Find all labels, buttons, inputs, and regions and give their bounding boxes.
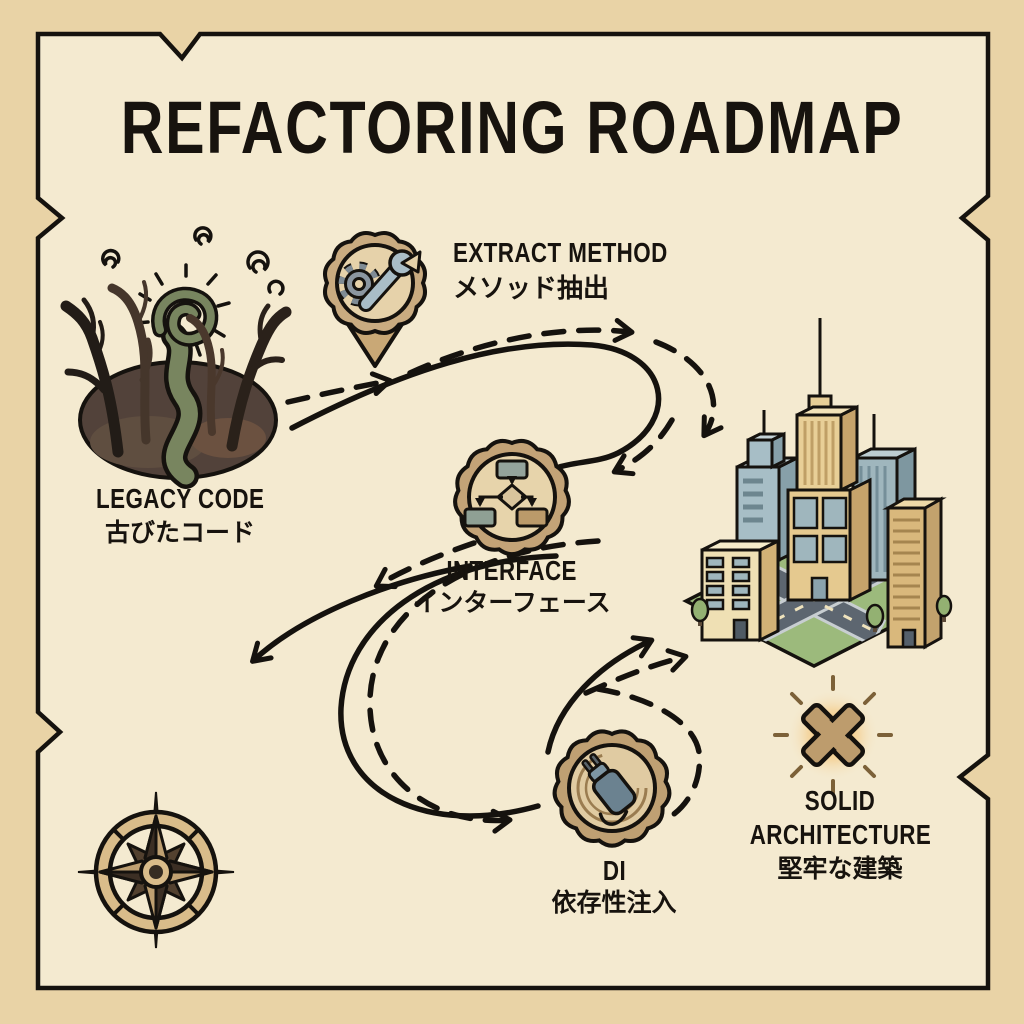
- gear-wrench-pin-icon: [323, 231, 427, 368]
- x-marks-the-spot-icon: [773, 675, 893, 795]
- plug-icon: [581, 753, 637, 826]
- plug-badge-icon: [552, 729, 672, 848]
- isometric-city-icon: [682, 318, 953, 668]
- compass-rose-icon: [77, 791, 235, 949]
- legacy-code-label: LEGACY CODE: [95, 483, 265, 514]
- di-label-ja: 依存性注入: [551, 889, 677, 917]
- di-label: DI: [602, 855, 626, 886]
- solid-architecture-label-line1: SOLID: [804, 785, 876, 816]
- flowchart-badge-icon: [453, 438, 571, 557]
- route-path: [250, 318, 724, 834]
- page-title-text: REFACTORING ROADMAP: [120, 86, 904, 169]
- legacy-code-label-ja: 古びたコード: [104, 519, 255, 547]
- interface-label-ja: インターフェース: [413, 589, 611, 617]
- building-center-tower: [786, 318, 872, 603]
- tangled-forest-icon: [60, 226, 292, 489]
- extract-method-label: EXTRACT METHOD: [453, 237, 668, 268]
- solid-architecture-label-ja: 堅牢な建築: [777, 855, 903, 883]
- tree-icon: [690, 594, 953, 632]
- flowchart-icon: [463, 459, 549, 528]
- extract-method-label-ja: メソッド抽出: [453, 273, 610, 303]
- wrench-icon: [358, 249, 422, 312]
- solid-architecture-label-line2: ARCHITECTURE: [749, 819, 931, 850]
- interface-label: INTERFACE: [446, 555, 578, 586]
- building-front-left: [700, 538, 780, 643]
- building-far-right: [882, 496, 947, 650]
- page-title: REFACTORING ROADMAP: [0, 88, 1024, 168]
